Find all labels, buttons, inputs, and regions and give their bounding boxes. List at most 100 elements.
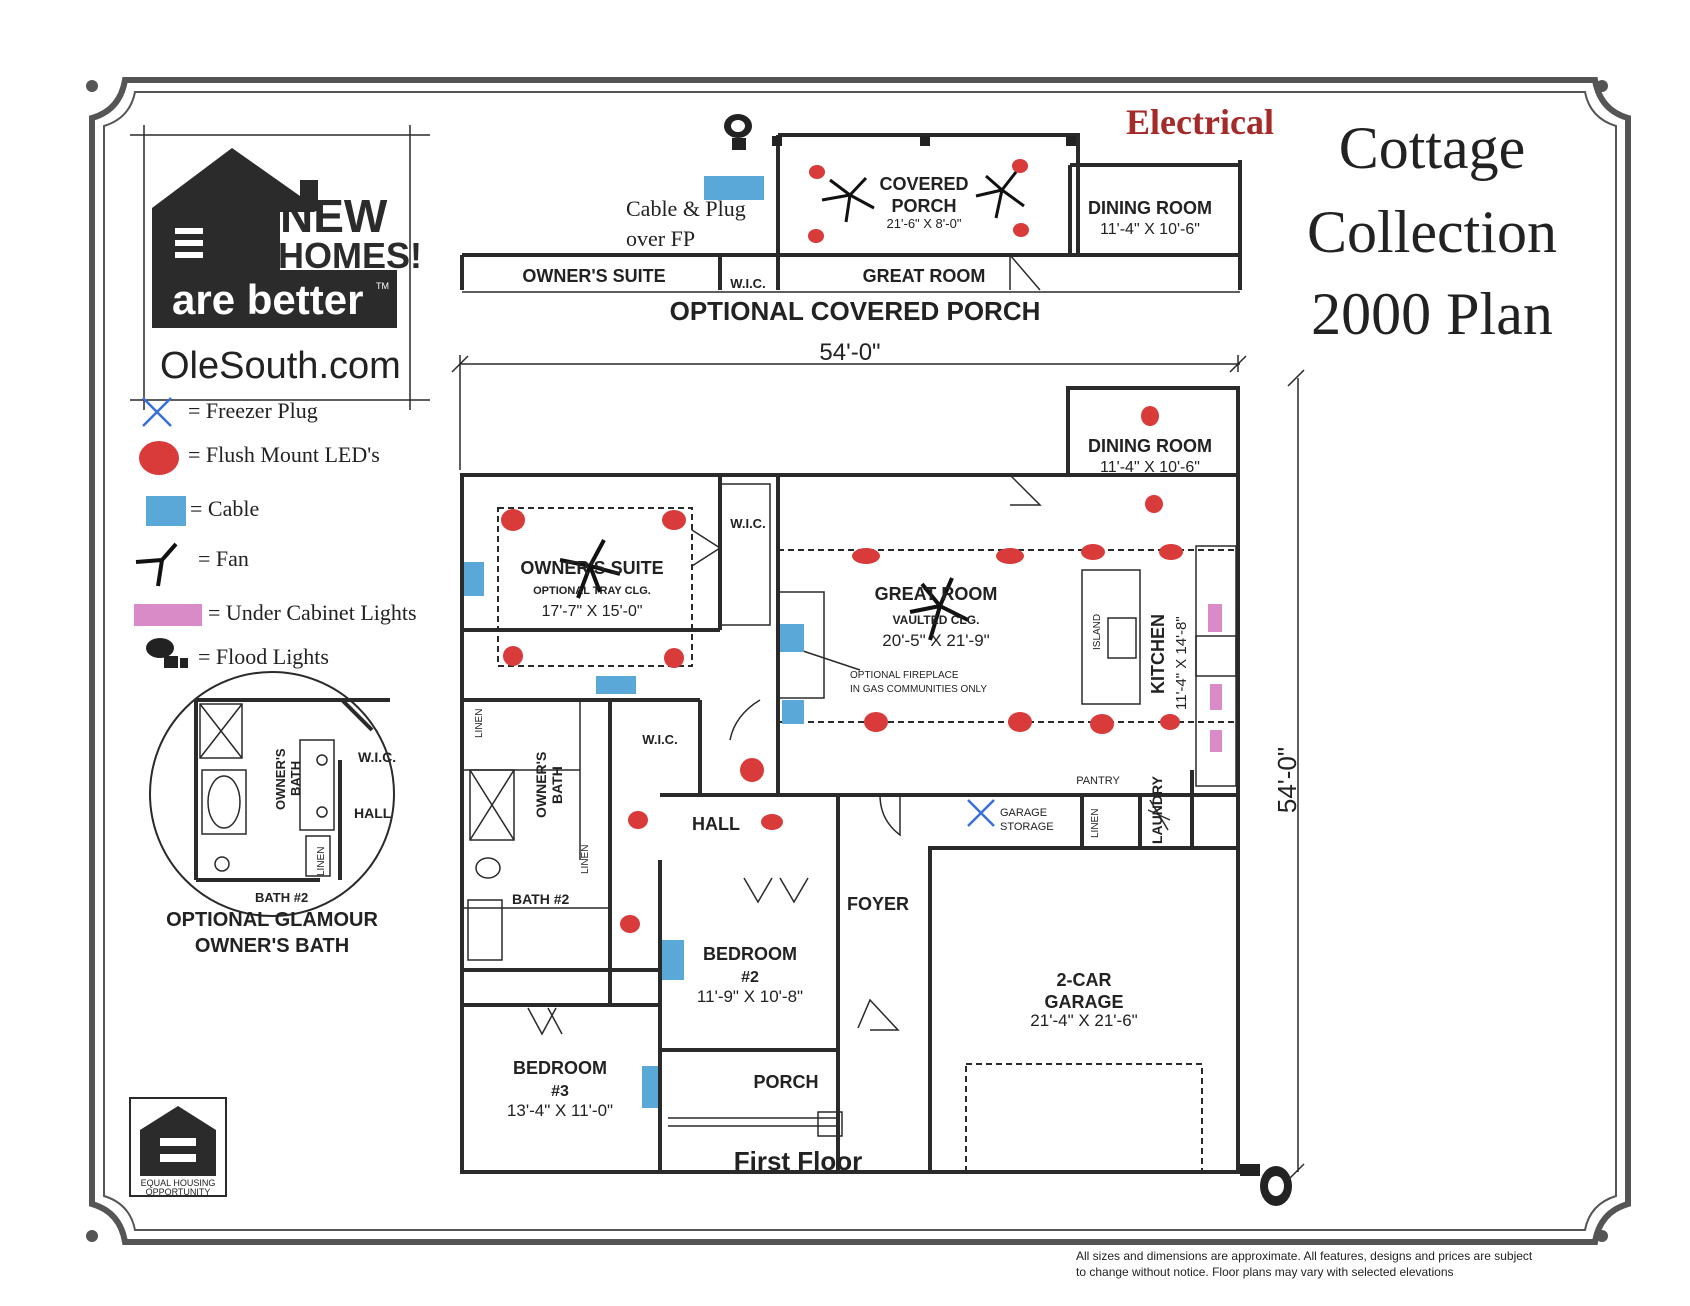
wic-label-2: W.I.C.: [642, 732, 677, 747]
kitchen-dim: 11'-4" X 14'-8": [1173, 616, 1190, 710]
garage-storage-label-2: STORAGE: [1000, 821, 1054, 833]
flood-light-icon: [146, 638, 188, 668]
ceiling-fan-icon: [135, 542, 178, 587]
electrical-label: Electrical: [1126, 102, 1274, 142]
laundry-label: LAUNDRY: [1149, 775, 1165, 844]
hall-label: HALL: [692, 814, 740, 834]
glamour-bath2: BATH #2: [255, 890, 308, 905]
owners-suite-label: OWNER'S SUITE: [520, 558, 663, 578]
kitchen-label: KITCHEN: [1148, 614, 1168, 694]
porch-width-dim: 54'-0": [819, 339, 880, 366]
optional-covered-porch-plan: Cable & Plug over FP COVERED PORCH 21'-6…: [451, 114, 1247, 470]
decorative-frame: [86, 77, 1631, 1245]
porch-label: PORCH: [753, 1072, 818, 1092]
bath2-label: BATH #2: [512, 891, 570, 907]
first-floor-cable-outlets: [464, 562, 804, 1108]
porch-wic: W.I.C.: [730, 276, 765, 291]
glamour-title-1: OPTIONAL GLAMOUR: [166, 909, 378, 931]
fireplace-note-1: OPTIONAL FIREPLACE: [850, 670, 959, 681]
pantry-label: PANTRY: [1076, 775, 1120, 787]
garage-label: 2-CAR: [1056, 970, 1111, 990]
logo-tm: TM: [376, 281, 389, 291]
logo-homes: HOMES!: [278, 235, 422, 276]
owners-suite-dim: 17'-7" X 15'-0": [541, 603, 642, 620]
legend-flood-label: = Flood Lights: [198, 644, 329, 669]
legend-cable-label: = Cable: [190, 496, 259, 521]
porch-covered-label-2: PORCH: [891, 196, 956, 216]
porch-covered-dim: 21'-6" X 8'-0": [887, 216, 962, 231]
bedroom2-dim: 11'-9" X 10'-8": [697, 987, 803, 1006]
cable-outlet-icon: [146, 496, 186, 526]
legend-led-label: = Flush Mount LED's: [188, 442, 380, 467]
garage-freezer-plug-icon: [967, 799, 995, 827]
porch-plan-title: OPTIONAL COVERED PORCH: [670, 296, 1041, 326]
glamour-owners-bath-2: BATH: [288, 761, 303, 796]
glamour-wic: W.I.C.: [358, 749, 396, 765]
porch-great-room: GREAT ROOM: [863, 266, 986, 286]
porch-fan-2: [975, 171, 1025, 219]
legend: = Freezer Plug = Flush Mount LED's = Cab…: [134, 397, 417, 669]
great-room-note: VAULTED CLG.: [893, 613, 980, 627]
bedroom3-dim: 13'-4" X 11'-0": [507, 1101, 613, 1120]
logo-site: OleSouth.com: [160, 345, 401, 387]
linen-label-3: LINEN: [1090, 809, 1101, 838]
great-room-fan: [909, 577, 969, 641]
flush-mount-led-icon: [139, 441, 179, 475]
porch-covered-label: COVERED: [879, 174, 968, 194]
legend-fan-label: = Fan: [198, 546, 249, 571]
linen-label-1: LINEN: [474, 709, 485, 738]
glamour-title-2: OWNER'S BATH: [195, 935, 349, 957]
first-floor-under-cabinet-lights: [1208, 604, 1222, 752]
porch-cable-note-1: Cable & Plug: [626, 196, 746, 221]
title-line-1: Cottage: [1339, 115, 1526, 181]
owners-bath-label-2: BATH: [549, 766, 565, 804]
dining-room-label: DINING ROOM: [1088, 436, 1212, 456]
legend-freezer-label: = Freezer Plug: [188, 398, 318, 423]
logo-are-better: are better: [172, 276, 363, 323]
first-floor-plan: 54'-0" DINING ROOM 11'-4" X 10'-6" OWNER…: [460, 369, 1305, 1206]
porch-cable-icon: [704, 176, 764, 200]
first-floor-title: First Floor: [734, 1146, 863, 1176]
title-line-3: 2000 Plan: [1311, 281, 1553, 347]
bedroom2-label: BEDROOM: [703, 944, 797, 964]
owners-suite-fan: [559, 539, 621, 599]
first-floor-leds: [501, 406, 1183, 933]
freezer-plug-x-icon: [142, 397, 172, 427]
owners-bath-label: OWNER'S: [533, 752, 549, 818]
disclaimer-line-2: to change without notice. Floor plans ma…: [1076, 1265, 1454, 1279]
under-cabinet-light-icon: [134, 604, 202, 626]
bedroom3-num: #3: [551, 1083, 569, 1100]
wic-label-1: W.I.C.: [730, 516, 765, 531]
glamour-bath-inset: OWNER'S BATH W.I.C. HALL LINEN BATH #2 O…: [149, 671, 396, 957]
foyer-label: FOYER: [847, 894, 909, 914]
porch-owners-suite: OWNER'S SUITE: [522, 266, 665, 286]
porch-flood-light-icon: [724, 114, 752, 150]
fireplace-note-2: IN GAS COMMUNITIES ONLY: [850, 684, 987, 695]
porch-fan-1: [821, 176, 875, 223]
porch-dining-dim: 11'-4" X 10'-6": [1100, 221, 1200, 238]
equal-housing-line-1: EQUAL HOUSING: [141, 1178, 216, 1188]
equal-housing-logo: EQUAL HOUSING OPPORTUNITY: [129, 1097, 227, 1197]
title-line-2: Collection: [1307, 199, 1557, 265]
glamour-linen: LINEN: [316, 847, 327, 876]
great-room-dim: 20'-5" X 21'-9": [882, 631, 989, 650]
bedroom2-num: #2: [741, 969, 759, 986]
porch-dining-room: DINING ROOM: [1088, 198, 1212, 218]
garage-label-2: GARAGE: [1044, 992, 1123, 1012]
new-homes-logo: NEW HOMES! are better TM OleSouth.com: [130, 125, 430, 410]
logo-new: NEW: [280, 190, 388, 242]
island-label: ISLAND: [1092, 614, 1103, 650]
floor-depth-dim: 54'-0": [1272, 747, 1302, 813]
great-room-label: GREAT ROOM: [875, 584, 998, 604]
dining-room-dim: 11'-4" X 10'-6": [1100, 459, 1200, 476]
equal-housing-line-2: OPPORTUNITY: [146, 1187, 211, 1197]
owners-suite-note: OPTIONAL TRAY CLG.: [533, 585, 651, 597]
plan-title: Cottage Collection 2000 Plan: [1307, 115, 1557, 347]
disclaimer-line-1: All sizes and dimensions are approximate…: [1076, 1249, 1533, 1263]
garage-storage-label-1: GARAGE: [1000, 807, 1047, 819]
porch-cable-note-2: over FP: [626, 226, 695, 251]
garage-dim: 21'-4" X 21'-6": [1030, 1011, 1137, 1030]
bedroom3-label: BEDROOM: [513, 1058, 607, 1078]
glamour-owners-bath: OWNER'S: [273, 748, 288, 810]
